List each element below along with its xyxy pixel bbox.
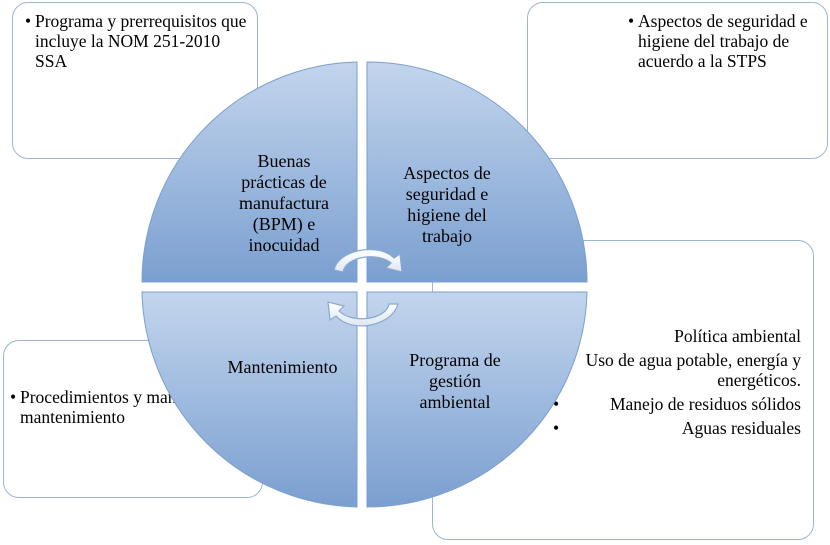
- box-top-left-item: Programa y prerrequisitos que incluye la…: [25, 11, 247, 71]
- box-top-right: Aspectos de seguridad e higiene del trab…: [527, 2, 828, 159]
- circular-arrows-icon: [327, 248, 403, 327]
- quadrant-bottom-left: [141, 291, 358, 508]
- quadrant-bottom-right: [366, 291, 588, 508]
- quadrant-top-right: [366, 61, 588, 283]
- box-bottom-right-item-2: Uso de agua potable, energía y energétic…: [553, 350, 801, 390]
- quadrant-bottom-left-label: Mantenimiento: [227, 357, 338, 377]
- box-bottom-right-item-4: Aguas residuales: [553, 418, 801, 438]
- quadrant-top-left: [141, 61, 358, 283]
- box-bottom-right: Política ambiental Uso de agua potable, …: [432, 240, 814, 540]
- quadrant-bottom-right-label: Programa de gestión ambiental: [409, 350, 501, 412]
- box-top-left: Programa y prerrequisitos que incluye la…: [12, 2, 258, 159]
- quadrant-top-right-label: Aspectos de seguridad e higiene del trab…: [403, 163, 491, 246]
- box-top-right-item: Aspectos de seguridad e higiene del trab…: [628, 11, 817, 71]
- box-bottom-right-item-3: Manejo de residuos sólidos: [553, 394, 801, 414]
- quadrant-top-left-label: Buenas prácticas de manufactura (BPM) e …: [239, 151, 329, 255]
